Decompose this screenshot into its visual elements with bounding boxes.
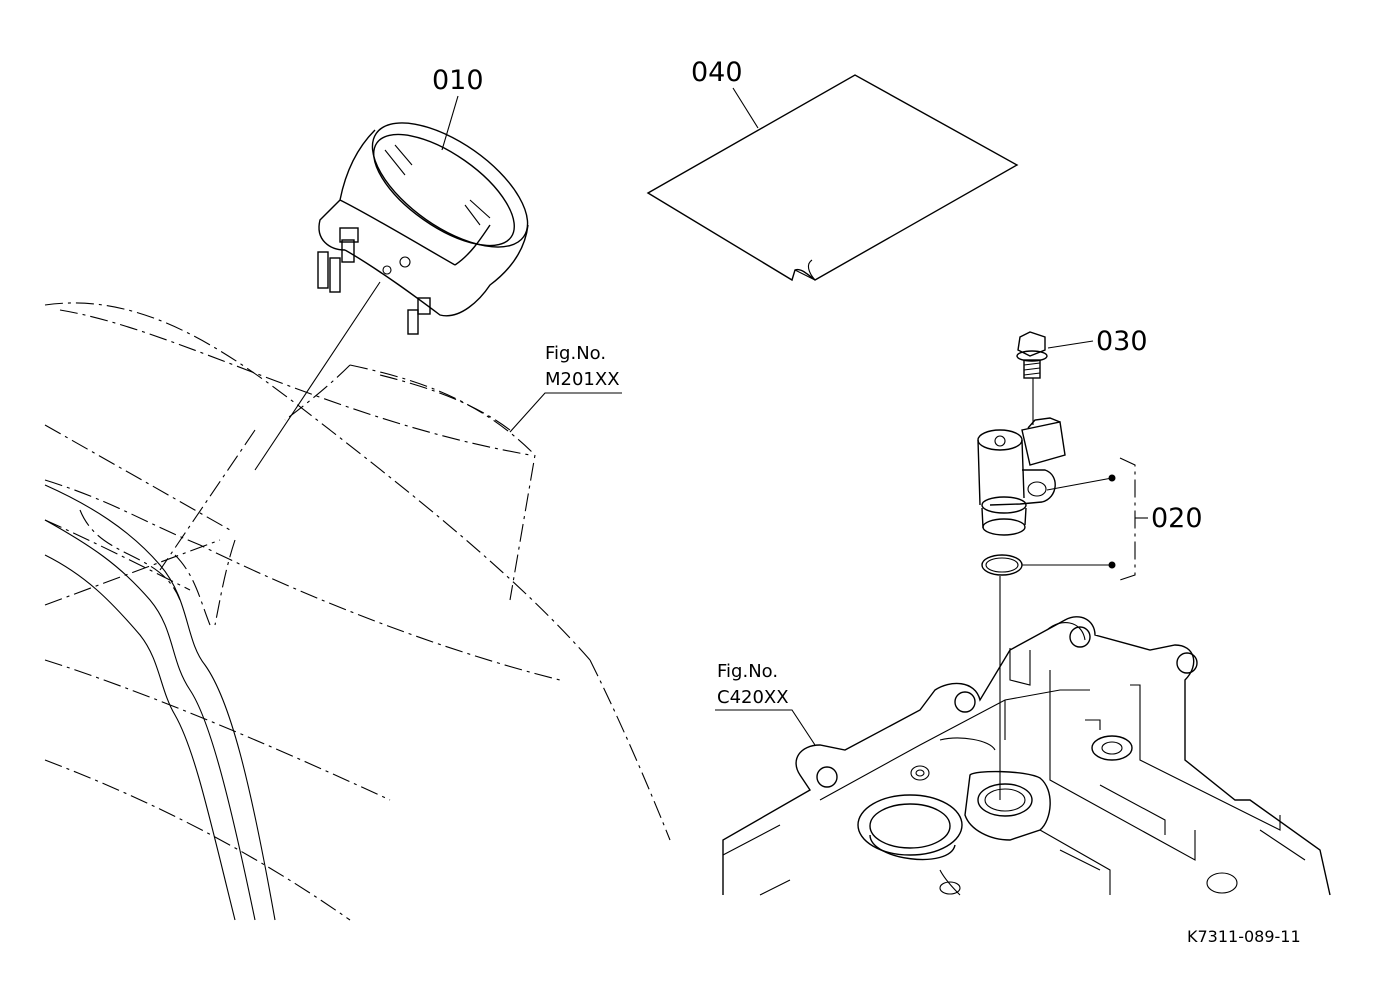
fig-ref-dashboard-prefix: Fig.No. <box>545 343 606 364</box>
callout-030: 030 <box>1047 326 1148 357</box>
fig-ref-case-number: C420XX <box>717 687 789 708</box>
bolt-part <box>1016 331 1048 379</box>
callout-040: 040 <box>691 57 759 129</box>
callout-020: 020 <box>1022 457 1203 581</box>
o-ring-part <box>981 554 1023 576</box>
figure-ref-case: Fig.No. C420XX <box>715 661 816 746</box>
fig-ref-case-prefix: Fig.No. <box>717 661 778 682</box>
callout-010: 010 <box>432 65 484 151</box>
drawing-code: K7311-089-11 <box>1187 927 1301 946</box>
callout-020-label: 020 <box>1151 503 1203 534</box>
meter-terminals <box>317 227 431 335</box>
meter-part <box>254 122 529 471</box>
callout-030-label: 030 <box>1096 326 1148 357</box>
callout-010-label: 010 <box>432 65 484 96</box>
dashboard-panel-outline <box>44 302 671 921</box>
figure-ref-dashboard: Fig.No. M201XX <box>509 343 622 433</box>
transmission-case-outline <box>722 616 1331 896</box>
fig-ref-dashboard-number: M201XX <box>545 369 620 390</box>
label-sheet-part <box>646 74 1019 282</box>
sensor-part <box>977 417 1066 536</box>
callout-040-label: 040 <box>691 57 743 88</box>
